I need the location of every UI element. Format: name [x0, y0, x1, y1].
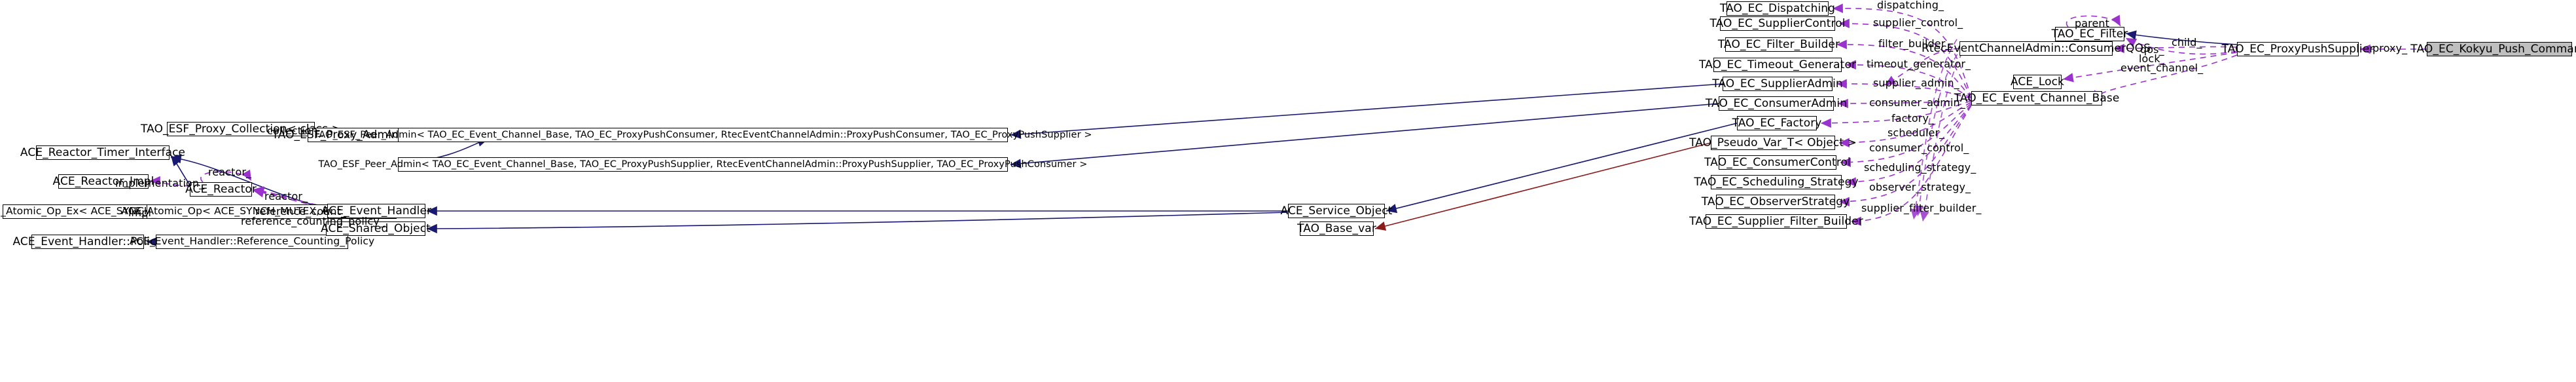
node-ace-reactor-impl[interactable]: ACE_Reactor_Impl: [52, 174, 154, 189]
node-ace-shared-object[interactable]: ACE_Shared_Object: [321, 221, 431, 236]
node-tao-ec-filter[interactable]: TAO_EC_Filter: [2051, 27, 2128, 41]
edge-label-qos: qos_: [2140, 43, 2164, 56]
edge-label-timeout-generator: timeout_generator_: [1867, 58, 1971, 70]
node-ace-service-object[interactable]: ACE_Service_Object: [1280, 204, 1393, 218]
edge-label-scheduling-strategy: scheduling_strategy_: [1864, 161, 1977, 174]
edge-label-supplier-admin: supplier_admin_: [1873, 77, 1959, 89]
node-tao-esf-proxy-collection[interactable]: TAO_ESF_Proxy_Collection< class >: [140, 122, 342, 136]
node-tao-ec-event-channel-base[interactable]: TAO_EC_Event_Channel_Base: [1954, 91, 2120, 105]
node-tao-ec-dispatching[interactable]: TAO_EC_Dispatching: [1719, 1, 1836, 16]
node-ace-event-handler[interactable]: ACE_Event_Handler: [321, 204, 432, 218]
node-tao-ec-factory[interactable]: TAO_EC_Factory: [1732, 116, 1822, 130]
node-tao-ec-proxypushsupplier[interactable]: TAO_EC_ProxyPushSupplier: [2221, 42, 2374, 56]
node-tao-base-var[interactable]: TAO_Base_var: [1297, 221, 1376, 236]
node-ace-reactor[interactable]: ACE_Reactor: [185, 182, 257, 197]
edge-label-supplier-control: supplier_control_: [1873, 16, 1963, 29]
edge-label-parent: parent_: [2075, 17, 2115, 29]
edge-label-child: child_: [2172, 36, 2202, 48]
edge-label-reactor: reactor_: [264, 190, 308, 202]
node-tao-pseudo-var-t-object[interactable]: TAO_Pseudo_Var_T< Object >: [1689, 136, 1857, 150]
edge-label-impl: impl_: [128, 206, 157, 219]
node-tao-esf-peer-admin-consumer[interactable]: TAO_ESF_Peer_Admin< TAO_EC_Event_Channel…: [313, 128, 1092, 142]
edge-label-collection: collection_: [267, 124, 323, 137]
edge-label-implementation: implementation_: [115, 177, 205, 189]
edge-label-filter-builder: filter_builder_: [1878, 37, 1951, 50]
node-tao-ec-supplier-filter-builder[interactable]: TAO_EC_Supplier_Filter_Builder: [1689, 214, 1863, 229]
node-tao-ec-supplieradmin[interactable]: TAO_EC_SupplierAdmin: [1712, 77, 1843, 91]
edge-label-consumer-admin: consumer_admin_: [1869, 96, 1965, 109]
node-tao-ec-suppliercontrol[interactable]: TAO_EC_SupplierControl: [1709, 16, 1846, 31]
node-tao-ec-consumercontrol[interactable]: TAO_EC_ConsumerControl: [1704, 155, 1851, 170]
node-tao-ec-observerstrategy[interactable]: TAO_EC_ObserverStrategy: [1701, 195, 1850, 209]
edge-label-reference-count: reference_count_: [255, 205, 347, 218]
edge-label-consumer-control: consumer_control_: [1869, 142, 1969, 154]
edge-label-dispatching: dispatching_: [1877, 0, 1944, 11]
edge-label-proxy: proxy_: [2372, 42, 2408, 54]
edge-label-reference-counting-policy: reference_counting_policy_: [241, 215, 385, 227]
node-tao-ec-scheduling-strategy[interactable]: TAO_EC_Scheduling_Strategy: [1694, 175, 1859, 189]
node-tao-esf-peer-admin-supplier[interactable]: TAO_ESF_Peer_Admin< TAO_EC_Event_Channel…: [319, 157, 1087, 172]
edge-label-observer-strategy: observer_strategy_: [1869, 181, 1971, 193]
edge-label-scheduler: scheduler_: [1887, 126, 1945, 139]
edge-label-reactor-self: reactor_: [208, 166, 252, 178]
edge-label-supplier-filter-builder: supplier_filter_builder_: [1861, 202, 1982, 214]
node-ace-event-handler-policy[interactable]: ACE_Event_Handler::Policy: [12, 235, 163, 249]
node-rtec-consumerqos[interactable]: RtecEventChannelAdmin::ConsumerQOS: [1921, 41, 2151, 56]
node-tao-ec-filter-builder[interactable]: TAO_EC_Filter_Builder: [1717, 37, 1840, 52]
edge-label-lock: lock_: [2139, 52, 2166, 65]
node-tao-ec-kokyu-push-command[interactable]: TAO_EC_Kokyu_Push_Command: [2410, 42, 2576, 56]
node-ace-event-handler-ref-counting-policy[interactable]: ACE_Event_Handler::Reference_Counting_Po…: [130, 235, 374, 249]
node-tao-ec-consumeradmin[interactable]: TAO_EC_ConsumerAdmin: [1705, 96, 1848, 111]
edge-label-event-channel: event_channel_: [2120, 62, 2204, 74]
edge-label-factory: factory_: [1891, 112, 1935, 124]
node-ace-reactor-timer-interface[interactable]: ACE_Reactor_Timer_Interface: [20, 145, 186, 160]
node-tao-ec-timeout-generator[interactable]: TAO_EC_Timeout_Generator: [1698, 58, 1857, 72]
node-ace-lock[interactable]: ACE_Lock: [2011, 75, 2065, 89]
